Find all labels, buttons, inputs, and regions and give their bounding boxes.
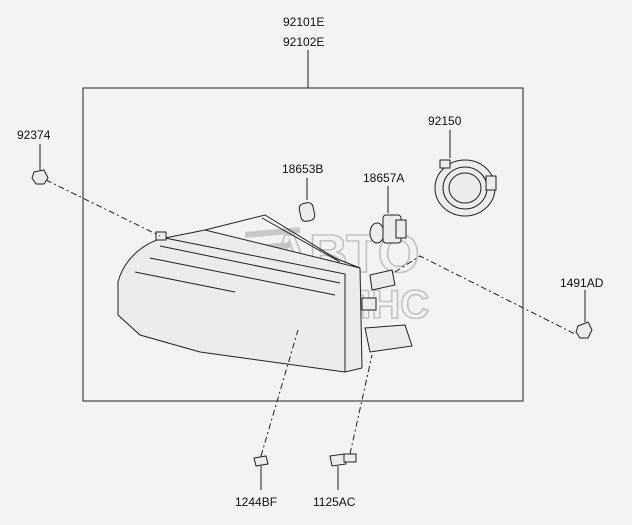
bulb-main [369,186,407,244]
label-screw-a: 1244BF [235,495,277,509]
clip [394,255,593,339]
screw-b [329,354,373,490]
label-bulb-socket-small: 18653B [282,162,323,176]
label-assembly-2: 92102E [283,35,324,49]
bulb-cap [434,130,497,217]
label-assembly-1: 92101E [283,15,324,29]
screw-a [253,329,299,490]
assembly-frame [82,87,524,402]
label-bulb-cap: 92150 [428,114,462,128]
label-bulb-main: 18657A [363,171,404,185]
headlamp-housing [117,214,413,373]
bulb-socket-small [298,178,316,222]
bracket-nut [31,144,161,237]
label-clip: 1491AD [560,276,604,290]
label-bracket-nut: 92374 [17,128,51,142]
label-screw-b: 1125AC [313,495,356,509]
